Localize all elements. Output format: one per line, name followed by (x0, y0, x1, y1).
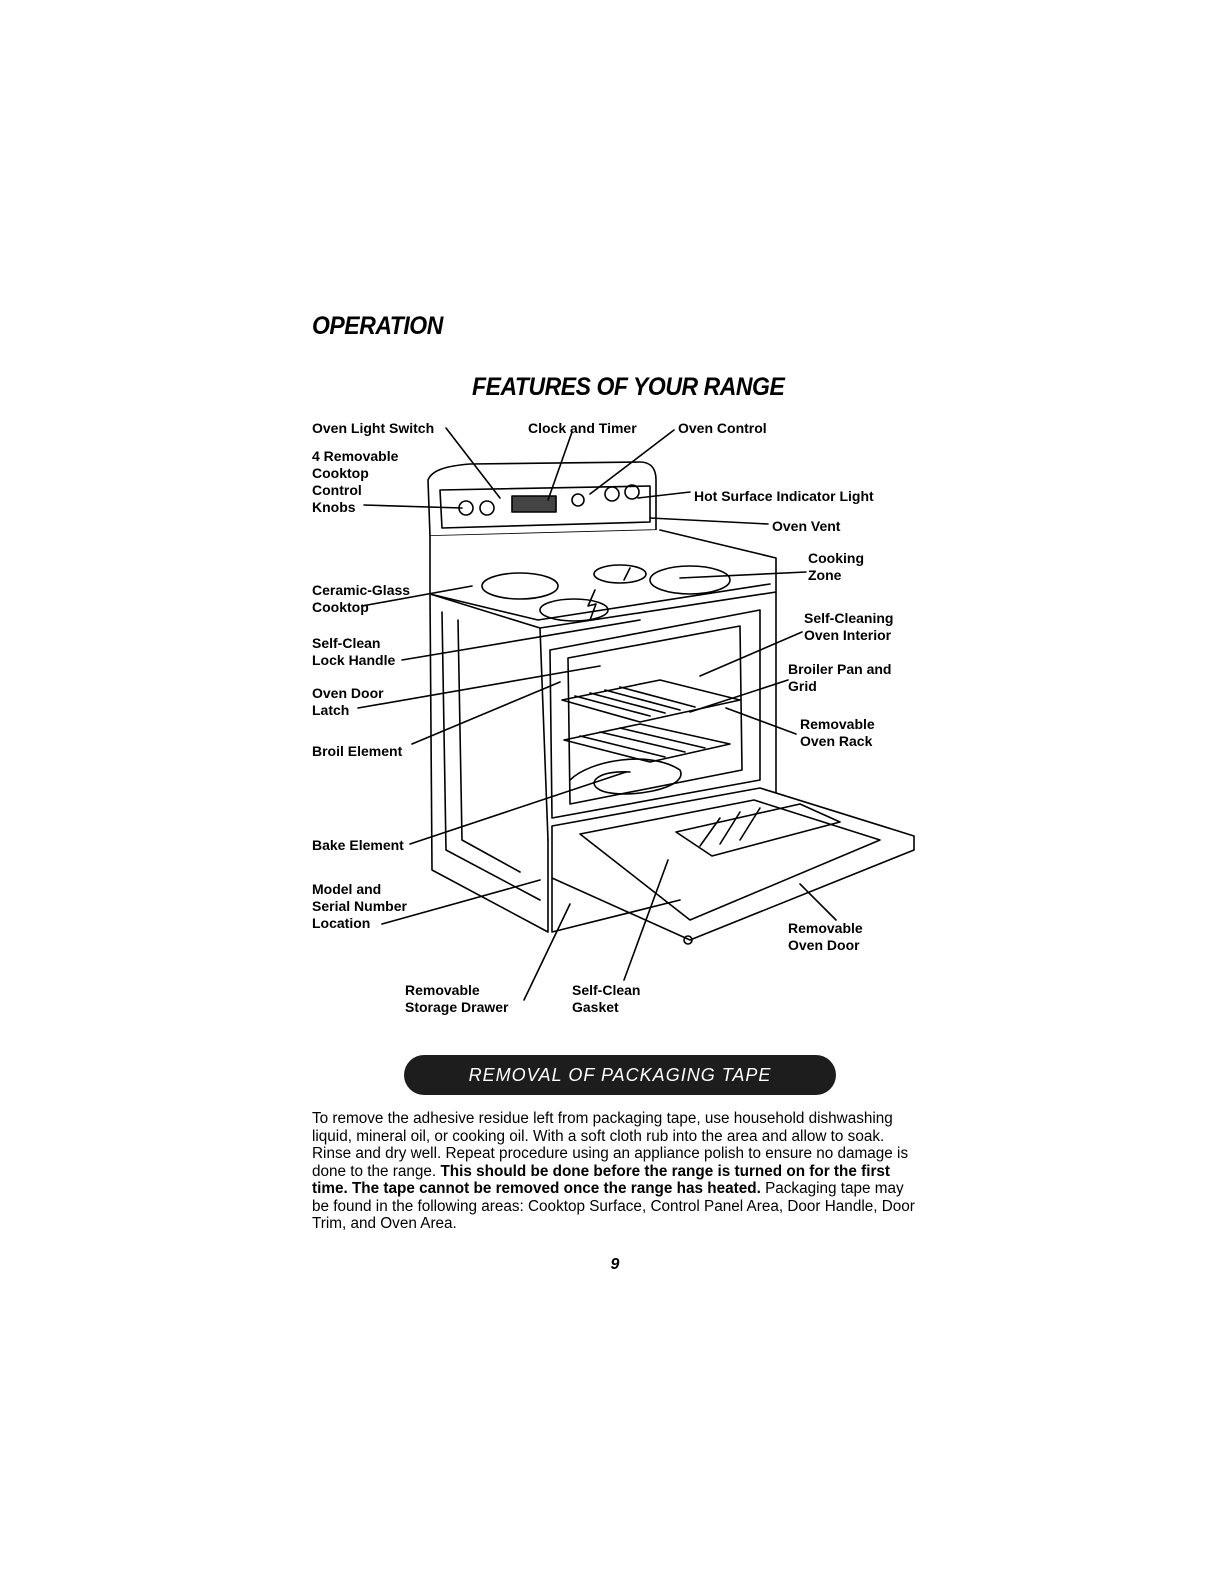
oven-rack-1 (561, 679, 741, 723)
label-removable-rack: Removable Oven Rack (800, 716, 875, 749)
label-self-cleaning-interior: Self-Cleaning Oven Interior (804, 610, 894, 643)
section-banner: REMOVAL OF PACKAGING TAPE (404, 1055, 836, 1095)
burner-1 (481, 572, 559, 600)
label-bake-element: Bake Element (312, 837, 404, 853)
label-ceramic-glass: Ceramic-Glass Cooktop (312, 582, 411, 615)
label-model-serial: Model and Serial Number Location (312, 881, 407, 931)
oven-rack-2 (563, 723, 731, 763)
cooktop (429, 529, 777, 629)
label-self-clean-lock: Self-Clean Lock Handle (312, 635, 396, 668)
label-oven-control: Oven Control (678, 420, 767, 436)
knob-5 (624, 484, 640, 500)
clock-display (511, 495, 557, 513)
label-clock-timer: Clock and Timer (528, 420, 637, 436)
knob-3 (571, 493, 585, 507)
label-removable-door: Removable Oven Door (788, 920, 863, 953)
paragraph-outro: Packaging tape may be found in the follo… (312, 1180, 915, 1232)
label-oven-vent: Oven Vent (772, 518, 841, 534)
knob-2 (479, 500, 495, 516)
storage-drawer (551, 877, 681, 933)
cabinet (429, 593, 549, 933)
oven-door (551, 787, 915, 941)
label-hot-surface-indicator: Hot Surface Indicator Light (694, 488, 874, 504)
oven-cavity (549, 609, 761, 819)
section-heading: OPERATION (312, 312, 443, 340)
paragraph-warning: This should be done before the range is … (312, 1162, 891, 1198)
burner-2 (539, 598, 609, 622)
label-knobs: 4 Removable Cooktop Control Knobs (312, 448, 399, 515)
burner-3 (593, 564, 647, 584)
paragraph-intro: To remove the adhesive residue left from… (312, 1110, 909, 1180)
label-broiler-pan: Broiler Pan and Grid (788, 661, 892, 694)
label-oven-light-switch: Oven Light Switch (312, 420, 435, 436)
label-storage-drawer: Removable Storage Drawer (405, 982, 509, 1015)
label-oven-door-latch: Oven Door Latch (312, 685, 384, 718)
page-title: FEATURES OF YOUR RANGE (472, 373, 785, 401)
page-number: 9 (610, 1256, 620, 1273)
knob-4 (604, 486, 620, 502)
burner-4 (649, 565, 731, 595)
instructions-paragraph: To remove the adhesive residue left from… (312, 1110, 924, 1233)
label-cooking-zone: Cooking Zone (808, 550, 864, 583)
label-broil-element: Broil Element (312, 743, 403, 759)
bake-element (569, 758, 682, 795)
label-gasket: Self-Clean Gasket (572, 982, 641, 1015)
banner-text: REMOVAL OF PACKAGING TAPE (468, 1064, 772, 1085)
